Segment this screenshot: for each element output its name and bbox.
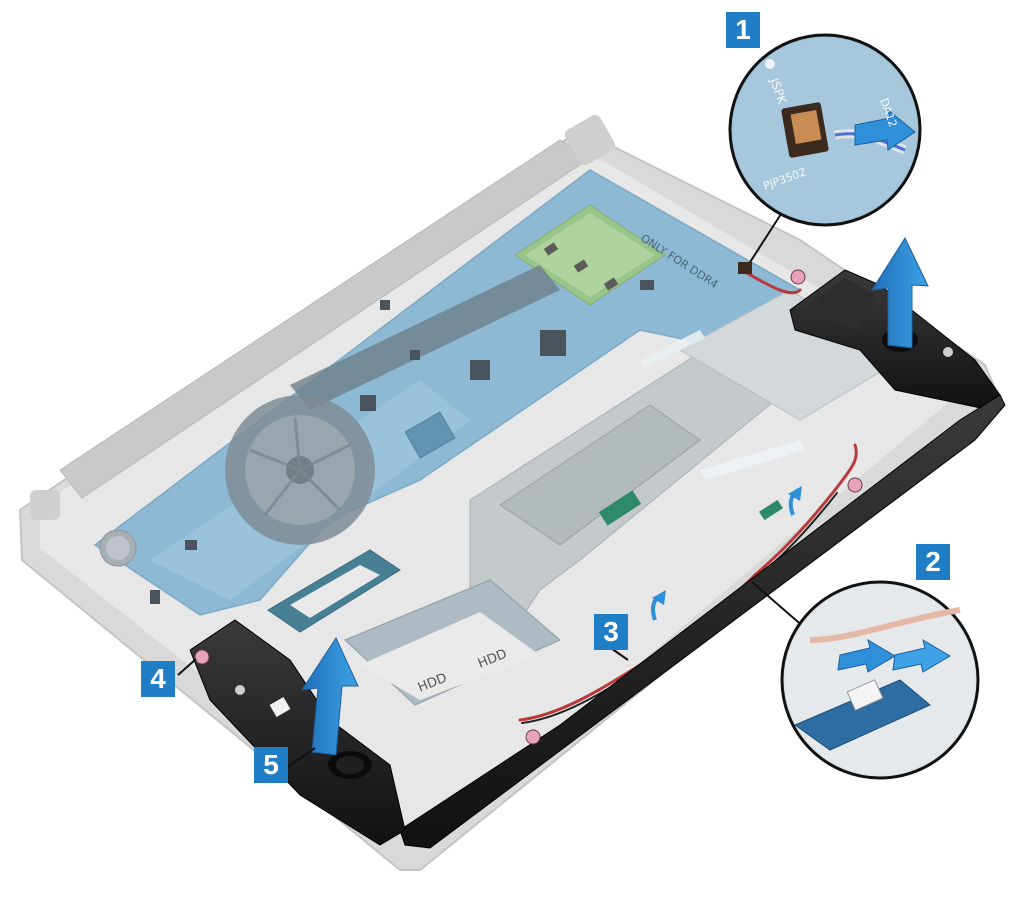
callout-2: 2: [916, 544, 950, 580]
touchpad-assembly: [469, 289, 901, 621]
motherboard: ONLY FOR DDR4: [93, 169, 802, 633]
routing-arrows: [651, 486, 802, 621]
callout-1: 1: [726, 12, 760, 48]
lift-arrow-right: [871, 236, 929, 349]
detail-circle-speaker-connector: JSPK PJP3502 DA12: [728, 33, 922, 227]
detail-circle-ribbon-connector: [780, 580, 980, 780]
callout-3: 3: [594, 614, 628, 650]
callout-4: 4: [141, 661, 175, 697]
lift-arrow-left: [300, 636, 359, 756]
bottom-speaker-bar: [399, 394, 1006, 849]
speaker-connector: [738, 262, 752, 274]
callout-5: 5: [254, 747, 288, 783]
hard-drive: HDD HDD: [344, 579, 561, 706]
